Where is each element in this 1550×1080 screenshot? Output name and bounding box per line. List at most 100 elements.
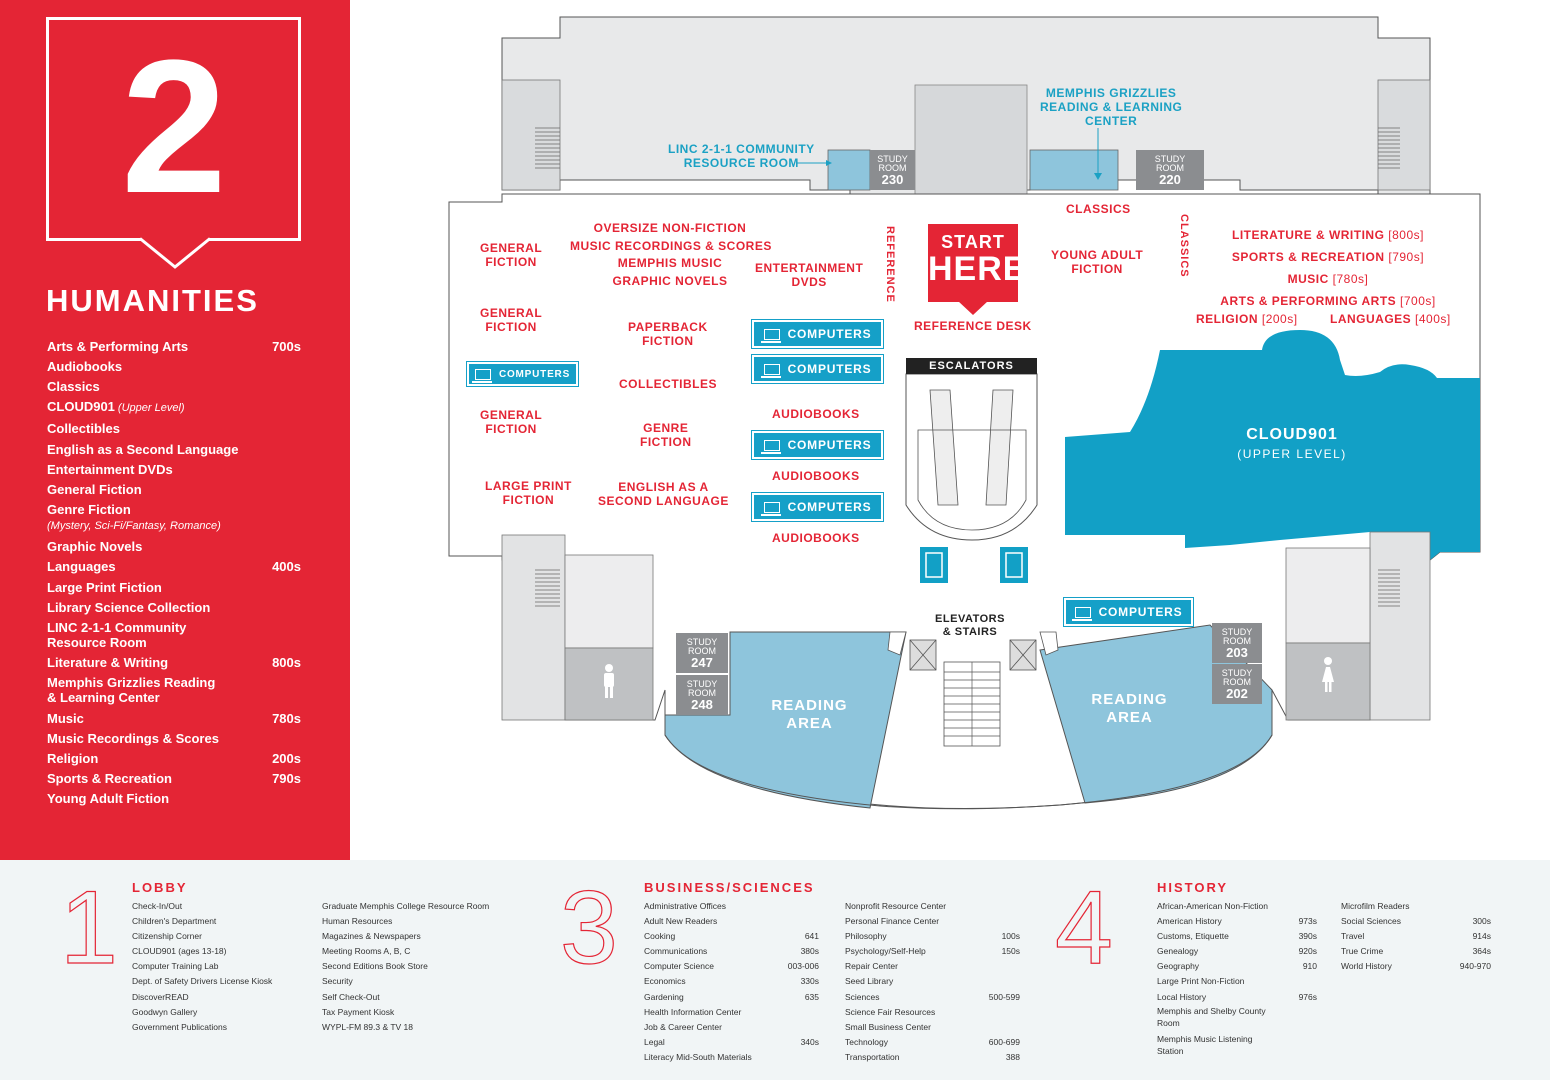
start-text: START <box>941 232 1005 252</box>
directory-item-name: Economics <box>644 976 686 987</box>
humanities-item[interactable]: Audiobooks <box>47 356 307 376</box>
directory-item-name: Sciences <box>845 991 880 1002</box>
directory-item-code: 914s <box>1472 931 1491 942</box>
humanities-item[interactable]: Classics <box>47 376 307 396</box>
computers-button-1[interactable]: COMPUTERS <box>466 361 579 387</box>
humanities-item-name: Languages <box>47 559 116 575</box>
directory-item: Tax Payment Kiosk <box>322 1005 522 1020</box>
bottom-left-room <box>564 554 654 649</box>
computers-button-4[interactable]: COMPUTERS <box>751 430 884 460</box>
humanities-item-name: Classics <box>47 378 100 394</box>
humanities-item[interactable]: Languages 400s <box>47 557 307 577</box>
directory-item-code: 940-970 <box>1459 961 1491 972</box>
humanities-item[interactable]: English as a Second Language <box>47 439 307 459</box>
directory-item: Small Business Center <box>845 1020 1020 1035</box>
humanities-item[interactable]: Collectibles <box>47 419 307 439</box>
humanities-item-name: Genre Fiction <box>47 502 131 518</box>
directory-item-name: Graduate Memphis College Resource Room <box>322 901 490 911</box>
directory-item-name: Second Editions Book Store <box>322 961 428 972</box>
study-label: STUDY <box>1221 668 1253 678</box>
stairs-top-left <box>501 79 561 191</box>
directory-item-name: Seed Library <box>845 976 894 987</box>
directory-item: Health Information Center <box>644 1005 819 1020</box>
humanities-item[interactable]: Graphic Novels <box>47 537 307 557</box>
directory-item-code: 976s <box>1298 991 1317 1002</box>
directory-item-name: Science Fair Resources <box>845 1006 936 1017</box>
directory-item-name: Human Resources <box>322 916 393 927</box>
directory-item: Computer Training Lab <box>132 959 312 974</box>
directory-item-name: Large Print Non-Fiction <box>1157 976 1245 987</box>
humanities-item[interactable]: General Fiction <box>47 479 307 499</box>
study-label: ROOM <box>1156 163 1184 173</box>
directory-item: Science Fair Resources <box>845 1005 1020 1020</box>
study-label: STUDY <box>686 637 718 647</box>
directory-item-name: Psychology/Self-Help <box>845 946 926 957</box>
humanities-item[interactable]: Young Adult Fiction <box>47 789 307 809</box>
directory-item-name: Nonprofit Resource Center <box>845 901 947 911</box>
computer-icon <box>1071 606 1092 621</box>
escalator-right <box>985 389 1014 506</box>
directory-item: Second Editions Book Store <box>322 959 522 974</box>
humanities-item[interactable]: Genre Fiction (Mystery, Sci-Fi/Fantasy, R… <box>47 500 307 537</box>
here-text: HERE <box>928 250 1027 288</box>
directory-item-name: Communications <box>644 946 708 957</box>
cloud901-label: CLOUD901 <box>1246 426 1338 443</box>
humanities-item[interactable]: Large Print Fiction <box>47 577 307 597</box>
stairs-lines-br <box>1378 569 1400 607</box>
humanities-item[interactable]: CLOUD901(Upper Level) <box>47 397 307 419</box>
directory-item-name: Travel <box>1341 931 1365 942</box>
computers-button-3[interactable]: COMPUTERS <box>751 354 884 384</box>
directory-item-name: WYPL-FM 89.3 & TV 18 <box>322 1021 414 1032</box>
start-here-marker[interactable]: START HERE <box>928 224 1027 302</box>
humanities-item[interactable]: Entertainment DVDs <box>47 459 307 479</box>
directory-item-code: 600-699 <box>988 1036 1020 1047</box>
computers-button-6[interactable]: COMPUTERS <box>1063 597 1194 627</box>
directory-item-name: Computer Training Lab <box>132 961 219 972</box>
directory-item-code: 920s <box>1298 946 1317 957</box>
humanities-item[interactable]: Memphis Grizzlies Reading& Learning Cent… <box>47 673 307 708</box>
directory-item-name: Government Publications <box>132 1021 227 1032</box>
humanities-item-name: Entertainment DVDs <box>47 461 173 477</box>
cloud901-sublabel: (UPPER LEVEL) <box>1237 447 1347 461</box>
linc-arrowhead <box>826 160 832 166</box>
directory-item: DiscoverREAD <box>132 990 312 1005</box>
humanities-item[interactable]: Music Recordings & Scores <box>47 728 307 748</box>
directory-item-name: Philosophy <box>845 931 887 942</box>
humanities-item[interactable]: Library Science Collection <box>47 597 307 617</box>
directory-item-name: Meeting Rooms A, B, C <box>322 946 411 957</box>
directory-item-code: 641 <box>804 931 819 942</box>
humanities-item-code: 400s <box>272 559 301 575</box>
directory-item-name: African-American Non-Fiction <box>1157 901 1269 911</box>
directory-item: Memphis and Shelby County Room <box>1157 1005 1317 1033</box>
humanities-item-name: CLOUD901 <box>47 399 115 415</box>
directory-item-name: CLOUD901 (ages 13-18) <box>132 946 227 957</box>
computers-button-2[interactable]: COMPUTERS <box>751 319 884 349</box>
right-item: SPORTS & RECREATION [790s] <box>1231 250 1425 264</box>
computers-button-5[interactable]: COMPUTERS <box>751 492 884 522</box>
directory-item: Check-In/Out <box>132 899 312 914</box>
humanities-item-note: (Mystery, Sci-Fi/Fantasy, Romance) <box>47 520 221 533</box>
directory-item-name: True Crime <box>1341 946 1384 957</box>
